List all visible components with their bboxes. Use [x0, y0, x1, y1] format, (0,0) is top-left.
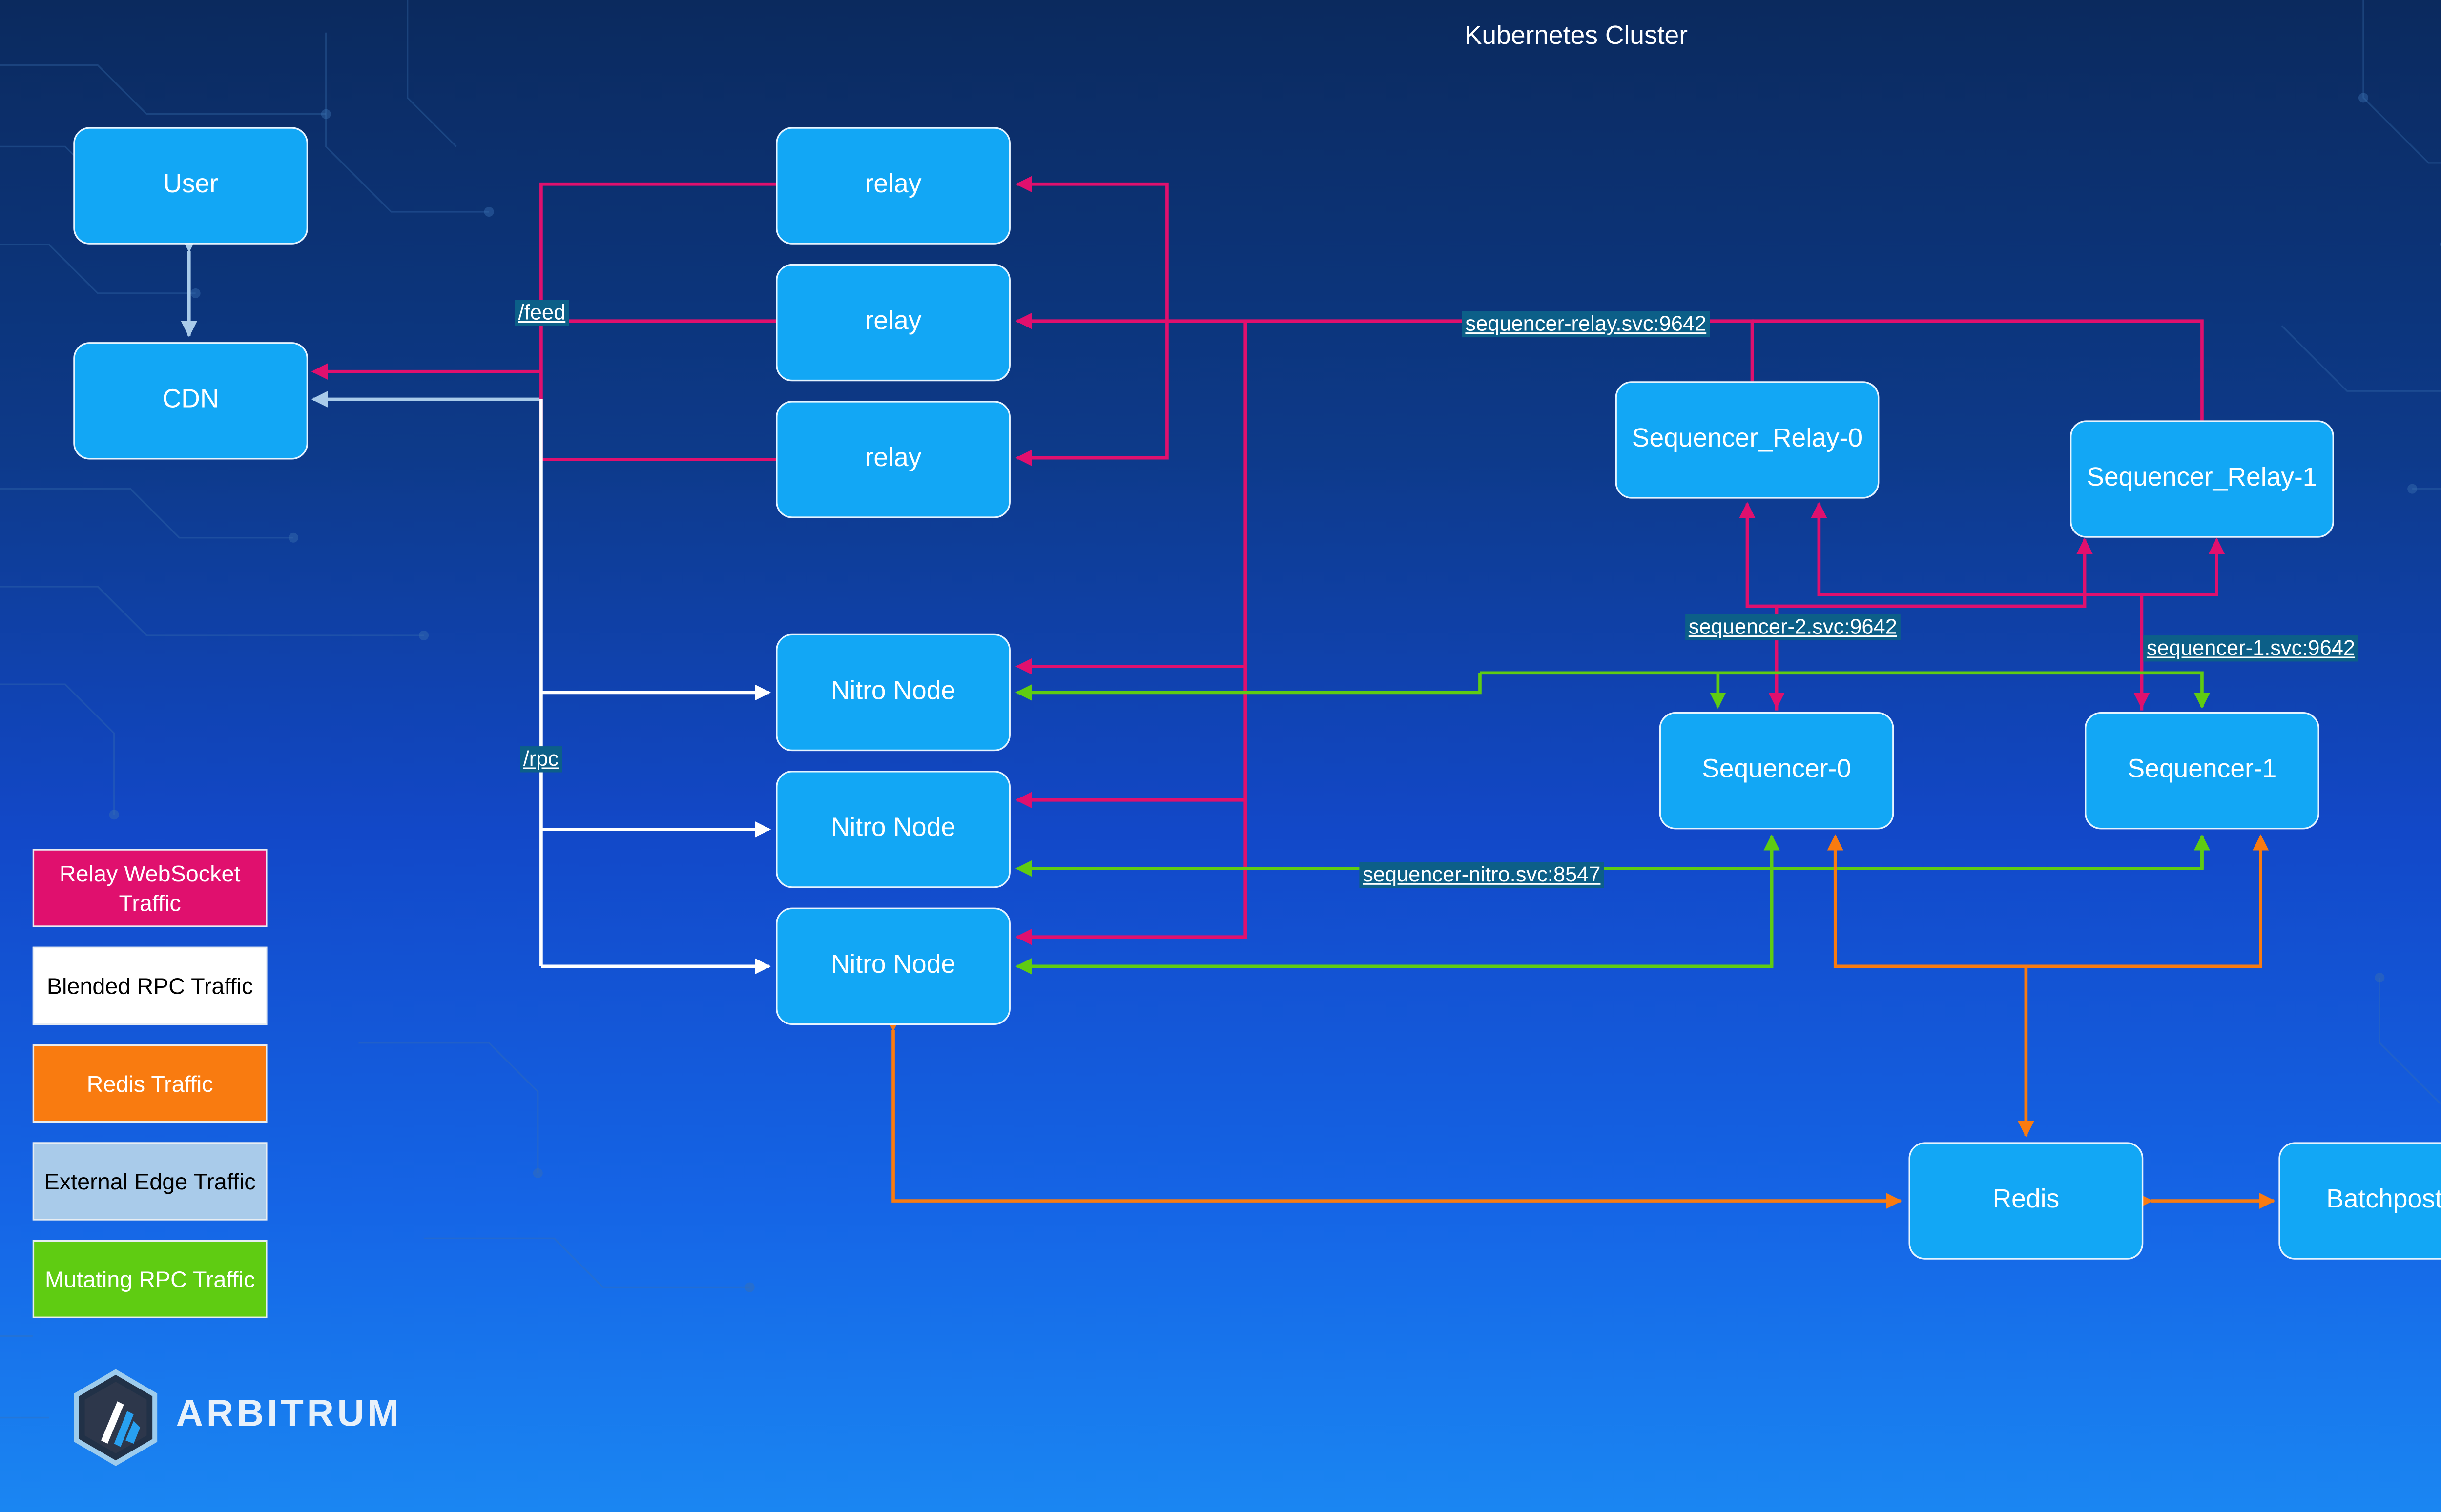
relay-node-2[interactable]: relay — [776, 401, 1011, 518]
nitro-node-1[interactable]: Nitro Node — [776, 771, 1011, 888]
legend-item-relay-websocket: Relay WebSocket Traffic — [32, 849, 268, 927]
redis-node[interactable]: Redis — [1908, 1142, 2144, 1260]
edge-bus-nitro0 — [1015, 321, 1247, 675]
edge-green-seq0-nitro2 — [1015, 836, 1774, 975]
legend-item-redis: Redis Traffic — [32, 1044, 268, 1123]
edge-seq1-seqrelay1 — [2141, 537, 2225, 596]
edge-seq1-redis — [2026, 836, 2262, 968]
feed-label: /feed — [515, 300, 569, 326]
sequencer-nitro-svc-label: sequencer-nitro.svc:8547 — [1359, 862, 1604, 888]
edge-green-top — [1480, 671, 2211, 709]
sequencer-1-svc-label: sequencer-1.svc:9642 — [2143, 635, 2358, 662]
edge-seq0-redis — [1833, 836, 2026, 968]
nitro-node-2[interactable]: Nitro Node — [776, 907, 1011, 1025]
edge-bus-relay2 — [1015, 321, 1169, 466]
sequencer-2-svc-label: sequencer-2.svc:9642 — [1685, 614, 1901, 641]
edge-bus-relay0 — [1015, 176, 1169, 321]
edge-seq0-seqrelay1 — [1777, 537, 2093, 608]
edge-seqrelay1-bus — [1752, 319, 2204, 421]
arbitrum-logo: ARBITRUM — [72, 1369, 463, 1466]
user-node[interactable]: User — [73, 127, 308, 245]
relay-node-1[interactable]: relay — [776, 264, 1011, 382]
cdn-node[interactable]: CDN — [73, 342, 308, 460]
edge-green-seq1-nitro1 — [1015, 836, 2204, 877]
diagram-title: Kubernetes Cluster — [1464, 22, 1688, 51]
edge-seq0-seqrelay0 — [1739, 502, 1779, 711]
batchposter-node[interactable]: Batchposter — [2278, 1142, 2441, 1260]
sequencer-0-node[interactable]: Sequencer-0 — [1659, 712, 1894, 830]
edge-nitro2-redis — [885, 1015, 1903, 1209]
edge-green-nitro0 — [1015, 673, 1482, 701]
sequencer-1-node[interactable]: Sequencer-1 — [2085, 712, 2319, 830]
nitro-node-0[interactable]: Nitro Node — [776, 633, 1011, 752]
legend-item-external-edge: External Edge Traffic — [32, 1142, 268, 1221]
arbitrum-logo-icon — [74, 1369, 158, 1466]
rpc-label: /rpc — [520, 746, 562, 773]
edge-bus-nitro1 — [1015, 666, 1247, 808]
sequencer-relay-0-node[interactable]: Sequencer_Relay-0 — [1615, 381, 1880, 499]
sequencer-relay-1-node[interactable]: Sequencer_Relay-1 — [2070, 420, 2334, 538]
relay-node-0[interactable]: relay — [776, 127, 1011, 245]
logo-text: ARBITRUM — [176, 1391, 402, 1434]
edge-bus-nitro2 — [1015, 800, 1247, 945]
sequencer-relay-svc-label: sequencer-relay.svc:9642 — [1462, 311, 1710, 338]
legend-item-blended-rpc: Blended RPC Traffic — [32, 946, 268, 1025]
legend-item-mutating-rpc: Mutating RPC Traffic — [32, 1240, 268, 1318]
